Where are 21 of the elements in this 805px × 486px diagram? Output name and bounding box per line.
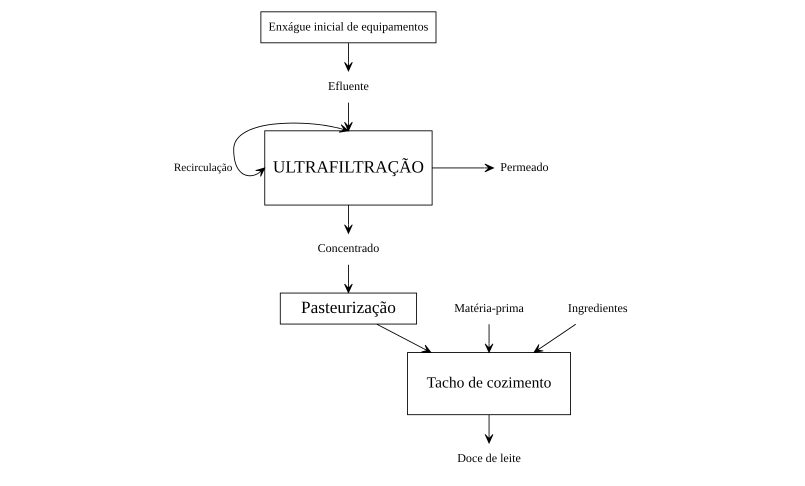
arrow xyxy=(484,324,493,353)
arrow xyxy=(344,42,352,72)
node-text: Concentrado xyxy=(317,241,379,256)
node-text: Ingredientes xyxy=(567,300,628,315)
arrow xyxy=(431,164,494,172)
node-box: ULTRAFILTRAÇÃO xyxy=(264,130,432,206)
node-text: Efluente xyxy=(328,79,368,94)
node-box: Enxágue inicial de equipamentos xyxy=(260,11,436,44)
arrow xyxy=(484,414,493,444)
arrow xyxy=(376,324,431,353)
arrow xyxy=(532,324,576,353)
node-text: Matéria-prima xyxy=(454,300,524,315)
node-box: Tacho de cozimento xyxy=(406,352,570,416)
node-box: Pasteurização xyxy=(279,292,417,325)
arrow xyxy=(344,102,352,132)
arrow xyxy=(344,204,352,234)
arrow xyxy=(344,264,352,294)
node-text: Permeado xyxy=(500,160,548,174)
edge-label: Recirculação xyxy=(173,162,232,174)
arrow xyxy=(232,122,348,177)
node-text: Doce de leite xyxy=(456,450,520,465)
